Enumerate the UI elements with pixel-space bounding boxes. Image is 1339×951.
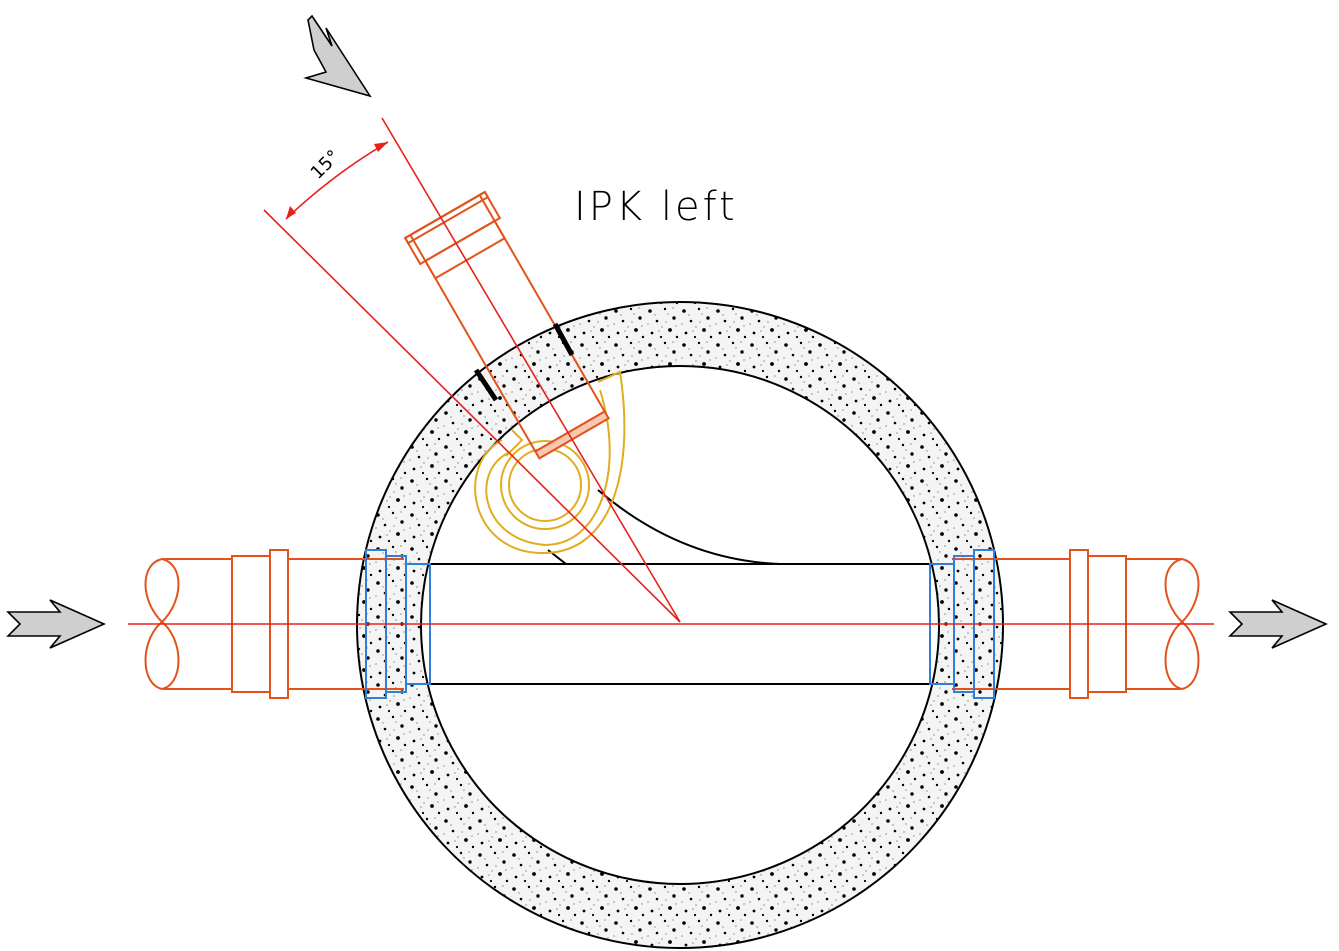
bend-fitting xyxy=(474,370,626,555)
angle-label: 15° xyxy=(307,146,344,183)
angle-dimension-arrows xyxy=(286,142,388,219)
manhole-concrete-ring xyxy=(356,301,1005,949)
flow-arrow-top xyxy=(303,14,372,98)
angled-inlet-pipe xyxy=(403,190,611,460)
drawing-title: IPK left xyxy=(574,184,738,230)
wall-sleeve xyxy=(473,322,575,402)
main-channel xyxy=(430,489,930,685)
flow-arrow-out xyxy=(1228,599,1328,649)
inlet-pipe-left xyxy=(144,549,404,699)
flow-arrow-in xyxy=(6,599,106,649)
